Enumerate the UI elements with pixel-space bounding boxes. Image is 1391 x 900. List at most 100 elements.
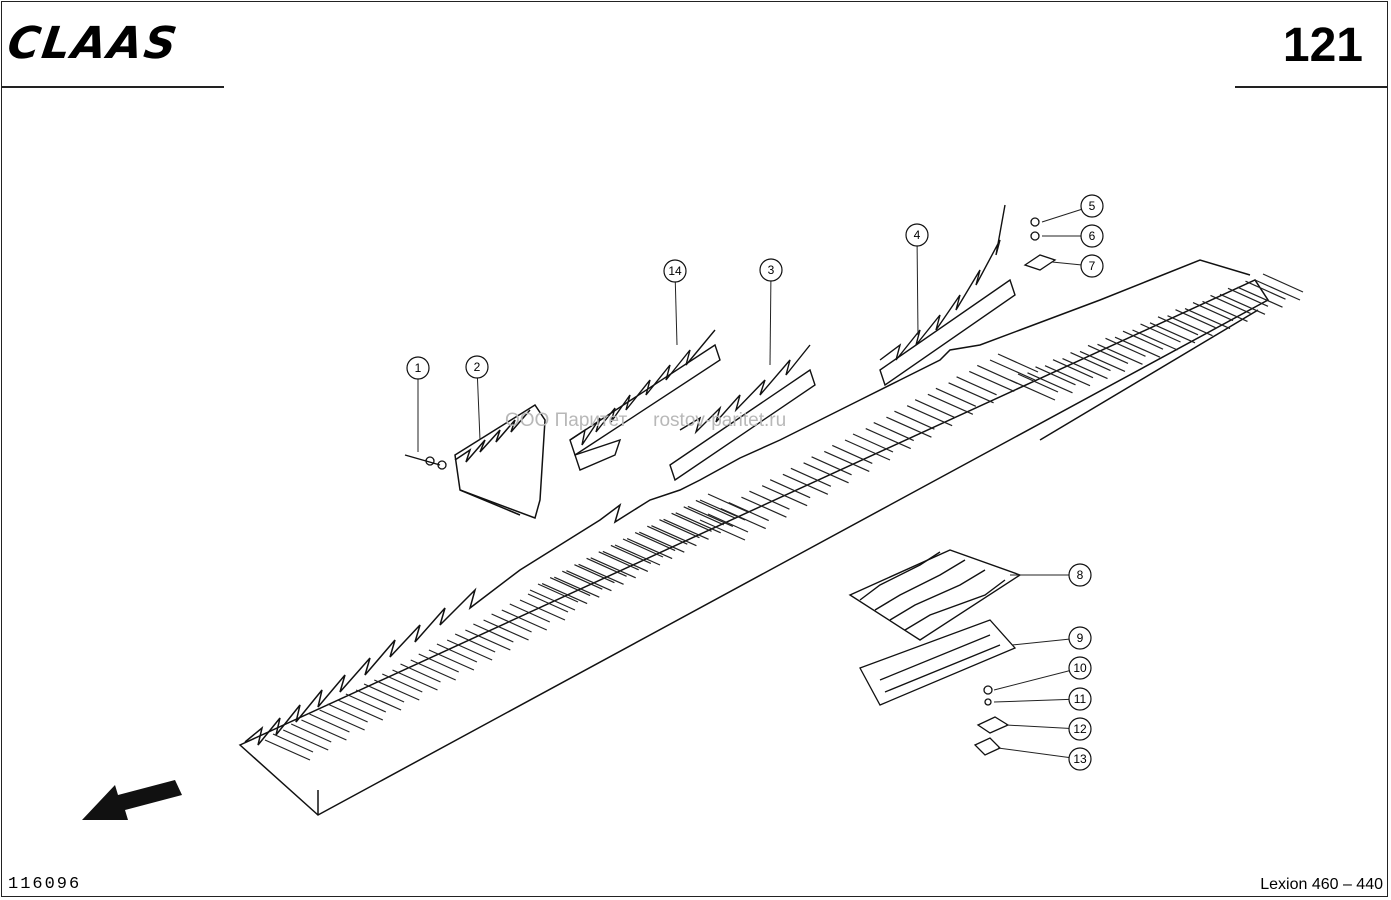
- grate-slat: [634, 532, 676, 552]
- grate-slat: [1044, 365, 1091, 387]
- grate-slat: [578, 563, 624, 585]
- grate-slat: [1097, 343, 1143, 365]
- callout-circle-11: [1068, 687, 1092, 711]
- callout-circle-10: [1068, 656, 1092, 680]
- grate-slat: [1202, 300, 1248, 322]
- callout-circle-14: [663, 259, 687, 283]
- grate-slat: [1149, 322, 1196, 344]
- part-4-cover-strip: [879, 204, 1016, 387]
- grate-slat: [695, 499, 737, 519]
- grate-slat: [1254, 279, 1301, 301]
- grate-slat: [345, 693, 387, 713]
- part-9-grate: [859, 619, 1017, 706]
- grate-slat: [382, 673, 423, 693]
- grate-slat: [811, 456, 852, 476]
- grate-slat: [687, 505, 734, 527]
- callout-circle-4: [905, 223, 929, 247]
- grate-slat: [1009, 379, 1056, 401]
- grate-slat: [549, 577, 591, 597]
- grate-slat: [1184, 308, 1231, 330]
- callout-circle-1: [406, 356, 430, 380]
- grate-slat: [590, 557, 636, 579]
- grate-slat: [1157, 316, 1199, 336]
- callout-circle-8: [1068, 563, 1092, 587]
- part-3-cover-strip: [669, 344, 816, 482]
- grate-slat: [1079, 350, 1126, 372]
- grate-slat: [741, 496, 787, 518]
- grate-slat: [290, 723, 332, 743]
- callout-label-13: 13: [1073, 752, 1087, 766]
- grate-slat: [626, 538, 673, 560]
- model-name: Lexion 460 – 440: [1260, 876, 1383, 893]
- grate-slat: [483, 619, 529, 641]
- page-number: 121: [1282, 19, 1363, 72]
- grate-slat: [327, 703, 368, 723]
- grate-slat: [707, 513, 749, 533]
- grate-slat: [852, 433, 894, 453]
- grate-slat: [1219, 293, 1266, 315]
- callout-leader-12: [1005, 724, 1081, 730]
- grate-slat: [1210, 294, 1251, 314]
- callout-label-2: 2: [474, 360, 481, 374]
- grate-slat: [374, 679, 420, 701]
- callout-circle-6: [1080, 224, 1104, 248]
- grate-slat: [749, 490, 790, 510]
- callout-leader-11: [993, 698, 1081, 703]
- grate-slat: [1167, 315, 1213, 337]
- grate-slat: [1262, 273, 1304, 293]
- grate-slat: [282, 729, 329, 751]
- parts-10-13-hardware: [973, 685, 1010, 756]
- callout-circle-5: [1080, 194, 1104, 218]
- callout-label-6: 6: [1089, 229, 1096, 243]
- callout-circle-7: [1080, 254, 1104, 278]
- grate-slat: [272, 733, 314, 753]
- grate-slat: [529, 589, 576, 611]
- grate-slat: [647, 525, 688, 545]
- grate-slat: [720, 508, 766, 530]
- grate-slat: [610, 544, 652, 564]
- grate-slat: [1027, 372, 1073, 394]
- grate-slat: [1017, 373, 1059, 393]
- grate-slat: [639, 531, 685, 553]
- grate-slat: [914, 399, 956, 419]
- grate-slat: [865, 428, 911, 450]
- grate-slat: [671, 512, 712, 532]
- sieve-grate-rows: [264, 273, 1304, 761]
- grate-slat: [894, 410, 935, 430]
- parts-5-7-hardware: [1023, 217, 1057, 271]
- callout-circle-2: [465, 355, 489, 379]
- grate-slat: [769, 479, 811, 499]
- header-rule-right: [1235, 86, 1387, 88]
- grate-slat: [1175, 309, 1216, 329]
- grate-slat: [803, 462, 849, 484]
- grate-slat: [1052, 359, 1094, 379]
- part-1-bolt: [404, 454, 447, 470]
- main-trough-assembly: [238, 259, 1270, 816]
- callout-label-7: 7: [1089, 259, 1096, 273]
- callout-label-4: 4: [914, 228, 921, 242]
- grate-slat: [491, 613, 532, 633]
- callout-leader-14: [674, 270, 678, 346]
- grate-slat: [956, 376, 997, 396]
- drawing-reference-number: 116096: [8, 875, 82, 894]
- grate-slat: [1035, 366, 1076, 386]
- grate-slat: [392, 669, 438, 691]
- callout-leader-2: [476, 366, 481, 441]
- direction-arrow-icon: [82, 780, 182, 820]
- grate-slat: [1132, 329, 1178, 351]
- grate-slat: [948, 382, 994, 404]
- grate-slat: [400, 663, 441, 683]
- grate-slat: [1192, 302, 1234, 322]
- callout-circle-3: [759, 258, 783, 282]
- watermark-company: ООО Паритет: [505, 410, 628, 431]
- grate-slat: [824, 450, 870, 472]
- grate-slat: [873, 422, 914, 442]
- callout-label-14: 14: [668, 264, 682, 278]
- grate-slat: [436, 643, 478, 663]
- grate-slat: [699, 519, 746, 541]
- grate-slat: [428, 649, 475, 671]
- grate-slat: [707, 493, 749, 513]
- grate-slat: [728, 502, 769, 522]
- grate-slat: [554, 576, 600, 598]
- grate-slat: [782, 473, 829, 495]
